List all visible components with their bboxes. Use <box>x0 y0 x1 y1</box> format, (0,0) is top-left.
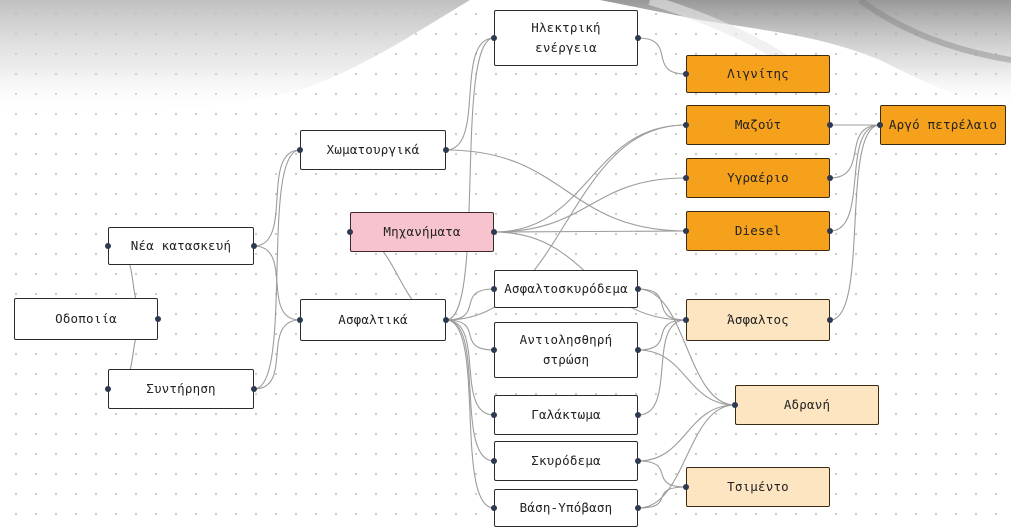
edge-michanimata-to-mazout <box>493 124 687 233</box>
edge-asfaltika-to-vasi-ypovasi <box>445 319 495 509</box>
node-skyrodema[interactable]: Σκυρόδεμα <box>494 441 638 481</box>
edge-nea-kataskevi-to-chomatourgika <box>253 149 301 247</box>
edge-asfaltika-to-ilektriki-energeia <box>445 37 495 321</box>
edge-vasi-ypovasi-to-tsimento <box>637 486 687 509</box>
edge-asfaltos-to-argo-petrelaio <box>829 124 881 321</box>
node-asfaltoskyrodema[interactable]: Ασφαλτοσκυρόδεμα <box>494 270 638 308</box>
edge-asfaltoskyrodema-to-asfaltos <box>637 288 687 321</box>
connector-dot <box>105 386 111 392</box>
connector-dot <box>155 316 161 322</box>
node-nea-kataskevi[interactable]: Νέα κατασκευή <box>108 227 254 265</box>
connector-dot <box>347 229 353 235</box>
node-asfaltika[interactable]: Ασφαλτικά <box>300 299 446 341</box>
node-ilektriki-energeia[interactable]: Ηλεκτρική ενέργεια <box>494 10 638 66</box>
connector-dot <box>491 347 497 353</box>
edge-chomatourgika-to-ilektriki-energeia <box>445 37 495 151</box>
connector-dot <box>683 122 689 128</box>
connector-dot <box>635 286 641 292</box>
connector-dot <box>827 175 833 181</box>
edge-ygraerio-to-argo-petrelaio <box>829 124 881 179</box>
edge-diesel-to-argo-petrelaio <box>829 124 881 232</box>
edge-antiolisthiri-strosi-to-asfaltos <box>637 319 687 351</box>
connector-dot <box>443 317 449 323</box>
connector-dot <box>297 317 303 323</box>
edge-vasi-ypovasi-to-adrani <box>637 404 736 509</box>
connector-dot <box>827 317 833 323</box>
edge-chomatourgika-to-diesel <box>445 149 687 232</box>
connector-dot <box>877 122 883 128</box>
connector-dot <box>635 458 641 464</box>
connector-dot <box>251 243 257 249</box>
node-odopoiia[interactable]: Οδοποιία <box>14 298 158 340</box>
connector-dot <box>491 412 497 418</box>
connector-dot <box>491 505 497 511</box>
connector-dot <box>683 228 689 234</box>
node-diesel[interactable]: Diesel <box>686 211 830 251</box>
edge-syntirisi-to-chomatourgika <box>253 149 301 390</box>
connector-dot <box>635 35 641 41</box>
connector-dot <box>683 317 689 323</box>
node-ygraerio[interactable]: Υγραέριο <box>686 158 830 198</box>
connector-dot <box>105 243 111 249</box>
connector-dot <box>635 505 641 511</box>
edge-skyrodema-to-tsimento <box>637 460 687 488</box>
connector-dot <box>827 122 833 128</box>
node-chomatourgika[interactable]: Χωματουργικά <box>300 130 446 170</box>
node-antiolisthiri-strosi[interactable]: Αντιολησθηρή στρώση <box>494 322 638 378</box>
node-tsimento[interactable]: Τσιμέντο <box>686 467 830 507</box>
edge-galaktoma-to-asfaltos <box>637 319 687 416</box>
node-syntirisi[interactable]: Συντήρηση <box>108 369 254 409</box>
connector-dot <box>251 386 257 392</box>
connector-dot <box>732 402 738 408</box>
node-adrani[interactable]: Αδρανή <box>735 385 879 425</box>
node-galaktoma[interactable]: Γαλάκτωμα <box>494 395 638 435</box>
node-asfaltos[interactable]: Άσφαλτος <box>686 299 830 341</box>
edge-antiolisthiri-strosi-to-adrani <box>637 349 736 406</box>
connector-dot <box>491 458 497 464</box>
connector-dot <box>491 286 497 292</box>
edge-asfaltika-to-skyrodema <box>445 319 495 462</box>
edge-michanimata-to-ygraerio <box>493 177 687 233</box>
node-vasi-ypovasi[interactable]: Βάση-Υπόβαση <box>494 489 638 527</box>
node-michanimata[interactable]: Μηχανήματα <box>350 212 494 252</box>
connector-dot <box>683 175 689 181</box>
connector-dot <box>635 347 641 353</box>
edge-asfaltika-to-antiolisthiri-strosi <box>445 319 495 351</box>
edge-asfaltika-to-asfaltoskyrodema <box>445 288 495 321</box>
edge-asfaltika-to-mazout <box>445 124 687 321</box>
node-lignitis[interactable]: Λιγνίτης <box>686 55 830 93</box>
edge-michanimata-to-diesel <box>493 230 687 233</box>
edge-asfaltika-to-galaktoma <box>445 319 495 416</box>
connector-dot <box>297 147 303 153</box>
connector-dot <box>491 229 497 235</box>
connector-dot <box>491 35 497 41</box>
edge-syntirisi-to-asfaltika <box>253 319 301 390</box>
edge-skyrodema-to-adrani <box>637 404 736 462</box>
edge-asfaltoskyrodema-to-adrani <box>637 288 736 406</box>
connector-dot <box>635 412 641 418</box>
connector-dot <box>443 147 449 153</box>
node-mazout[interactable]: Μαζούτ <box>686 105 830 145</box>
connector-dot <box>683 71 689 77</box>
node-argo-petrelaio[interactable]: Αργό πετρέλαιο <box>880 105 1006 145</box>
edge-ilektriki-energeia-to-lignitis <box>637 37 687 75</box>
connector-dot <box>827 228 833 234</box>
connector-dot <box>683 484 689 490</box>
